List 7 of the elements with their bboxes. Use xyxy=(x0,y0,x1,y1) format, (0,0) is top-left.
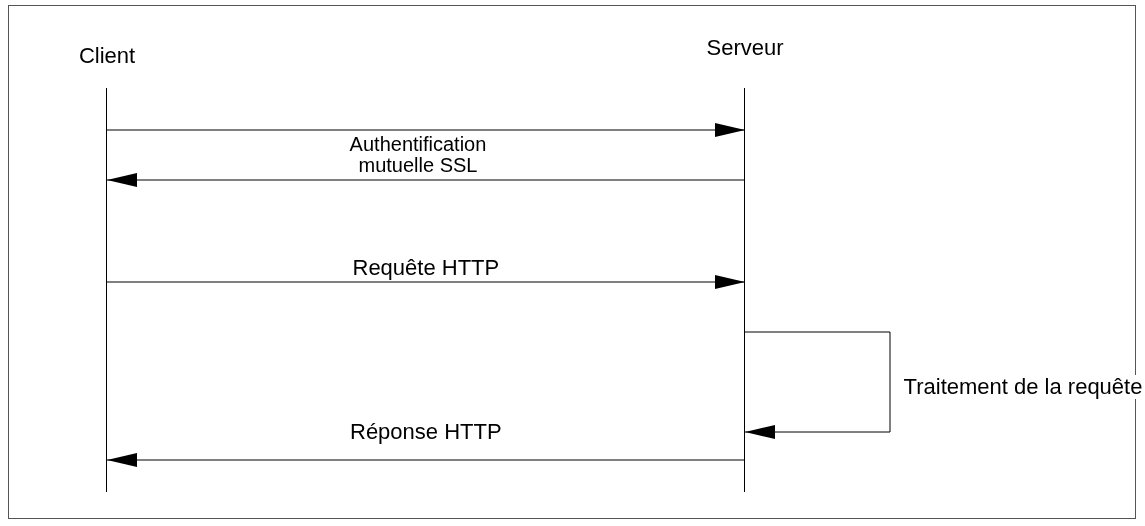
arrow xyxy=(106,453,746,467)
arrow xyxy=(106,173,746,187)
participant-label: Client xyxy=(77,44,137,68)
arrow xyxy=(106,275,746,289)
arrow xyxy=(744,331,891,439)
participant-label: Serveur xyxy=(705,36,785,60)
arrow xyxy=(106,123,746,137)
